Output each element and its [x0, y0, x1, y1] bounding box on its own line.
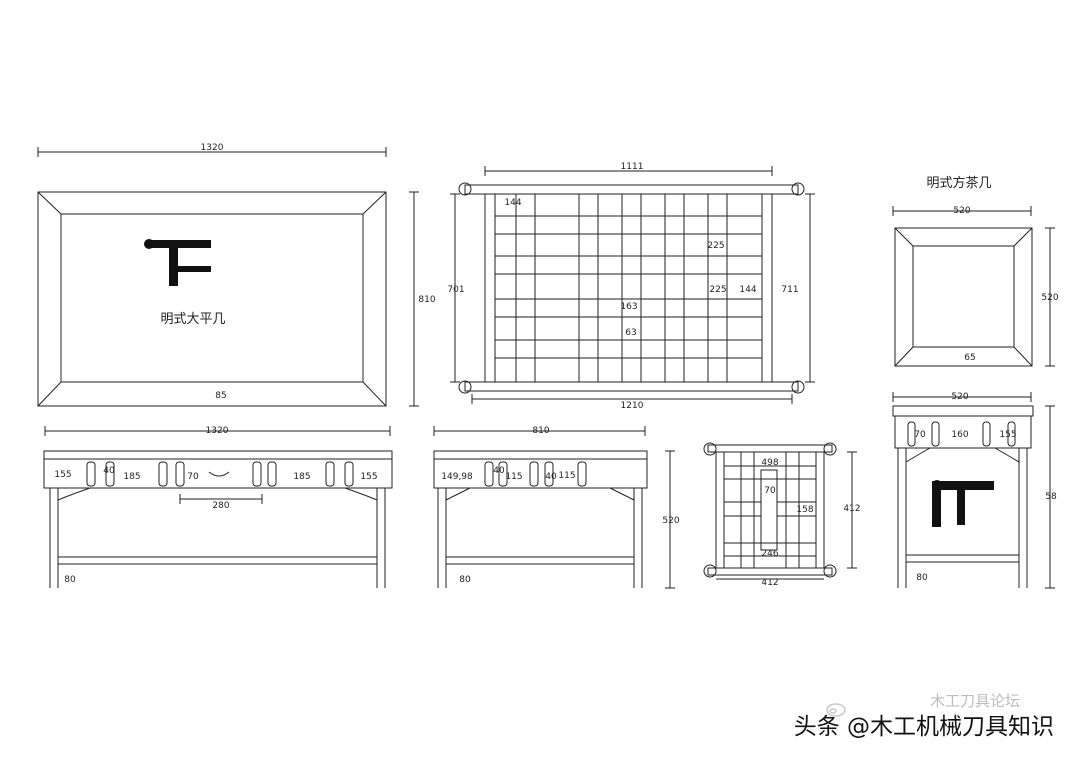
dim-front-185a: 185: [123, 472, 140, 482]
dim-front-155b: 155: [360, 472, 377, 482]
dim-side-width: 810: [532, 426, 549, 436]
dim-tea-top-depth: 520: [1041, 293, 1058, 303]
dim-lattice-bottom: 1210: [621, 401, 644, 411]
weibo-logo-icon: [826, 703, 846, 717]
dim-side-height: 520: [662, 516, 679, 526]
dim-lattice-225a: 225: [707, 241, 724, 251]
dim-small-246: 246: [761, 549, 778, 559]
dim-front-leg: 80: [64, 575, 76, 585]
dim-lattice-63: 63: [625, 328, 636, 338]
large-table-top-view: 1320 810 85 明式大平几: [37, 143, 436, 407]
dim-side-115a: 115: [505, 472, 522, 482]
dim-lattice-right: 711: [781, 285, 798, 295]
dim-lattice-225b: 225: [709, 285, 726, 295]
dim-small-158: 158: [796, 505, 813, 515]
dim-small-70: 70: [764, 486, 776, 496]
logo-mark-icon: [144, 239, 211, 286]
dim-small-412-bottom: 412: [761, 578, 778, 588]
dim-tea-front-width: 520: [951, 392, 968, 402]
tea-table-front-view: 520 58 70 160 155 80: [892, 392, 1057, 589]
dim-side-149: 149,98: [441, 472, 473, 482]
dim-side-leg: 80: [459, 575, 471, 585]
large-table-front-view: 1320 155 40 185 70 185 155 280 80: [43, 426, 393, 588]
tea-table-title: 明式方茶几: [926, 175, 991, 191]
dim-front-40: 40: [103, 466, 115, 476]
dim-small-498: 498: [761, 458, 778, 468]
dim-tea-155: 155: [999, 430, 1016, 440]
dim-tea-border: 65: [964, 353, 975, 363]
dim-lattice-144a: 144: [504, 198, 521, 208]
faint-watermark: 木工刀具论坛: [929, 692, 1020, 710]
dim-front-drawer: 280: [212, 501, 229, 511]
dim-top-border: 85: [215, 391, 226, 401]
dim-top-depth: 810: [418, 295, 435, 305]
dim-lattice-144b: 144: [739, 285, 756, 295]
dim-tea-70: 70: [914, 430, 926, 440]
dim-side-40b: 40: [545, 472, 557, 482]
dim-lattice-163: 163: [620, 302, 637, 312]
dim-tea-160: 160: [951, 430, 968, 440]
dim-tea-leg: 80: [916, 573, 928, 583]
dim-side-115b: 115: [558, 471, 575, 481]
dim-side-40a: 40: [493, 466, 505, 476]
large-table-side-view: 810 520 149,98 40 115 40 115 80: [433, 426, 680, 589]
small-lattice-view: 412 412 498 70 158 246: [703, 442, 861, 588]
dim-lattice-top: 1111: [621, 162, 644, 172]
source-watermark: 头条 @木工机械刀具知识: [793, 714, 1054, 740]
large-table-title: 明式大平几: [160, 312, 225, 327]
dim-front-185b: 185: [293, 472, 310, 482]
dim-front-155a: 155: [54, 470, 71, 480]
dim-front-70: 70: [187, 472, 199, 482]
dim-lattice-left: 701: [447, 285, 464, 295]
logo-mark-icon: [932, 480, 994, 527]
dim-tea-height: 58: [1045, 492, 1057, 502]
dim-tea-top-width: 520: [953, 206, 970, 216]
dim-top-width: 1320: [201, 143, 224, 153]
tea-table-top-view: 明式方茶几 520 520 65: [892, 175, 1059, 367]
dim-front-width: 1320: [206, 426, 229, 436]
lattice-shelf-view: 1111 701 711 1210 144 225 225 144 163 6: [447, 162, 815, 411]
dim-small-412-side: 412: [843, 504, 860, 514]
